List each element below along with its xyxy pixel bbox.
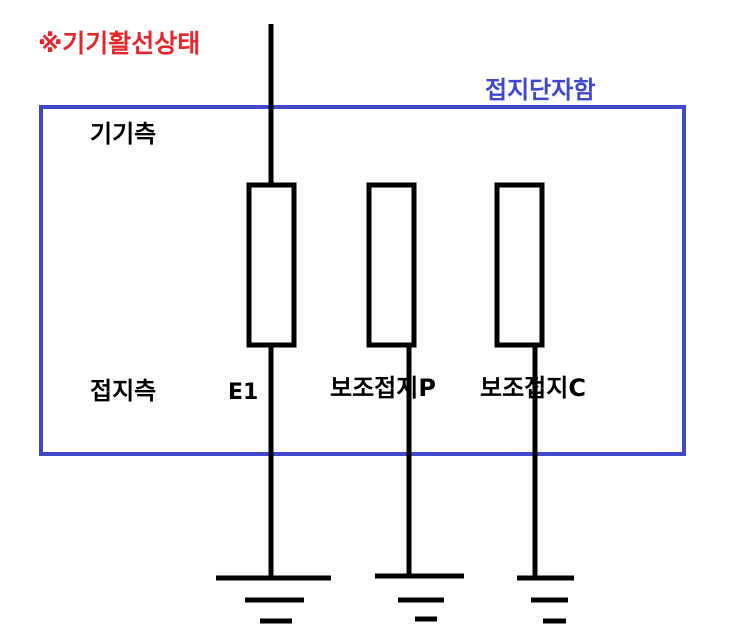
terminal-box-label: 접지단자함 [485, 76, 595, 104]
c-resistor [494, 182, 545, 348]
c-label: 보조접지C [480, 374, 586, 402]
p-resistor [366, 182, 417, 348]
terminal-box [39, 105, 686, 456]
e1-resistor [246, 182, 297, 348]
e1-ground-symbol [216, 575, 331, 624]
equipment-side-label: 기기측 [90, 120, 156, 148]
p-ground-symbol [375, 573, 464, 622]
e1-label: E1 [228, 380, 258, 405]
ground-side-label: 접지측 [90, 377, 156, 405]
diagram-title: ※기기활선상태 [38, 29, 200, 58]
p-label: 보조접지P [330, 374, 436, 402]
c-ground-symbol [517, 575, 574, 624]
